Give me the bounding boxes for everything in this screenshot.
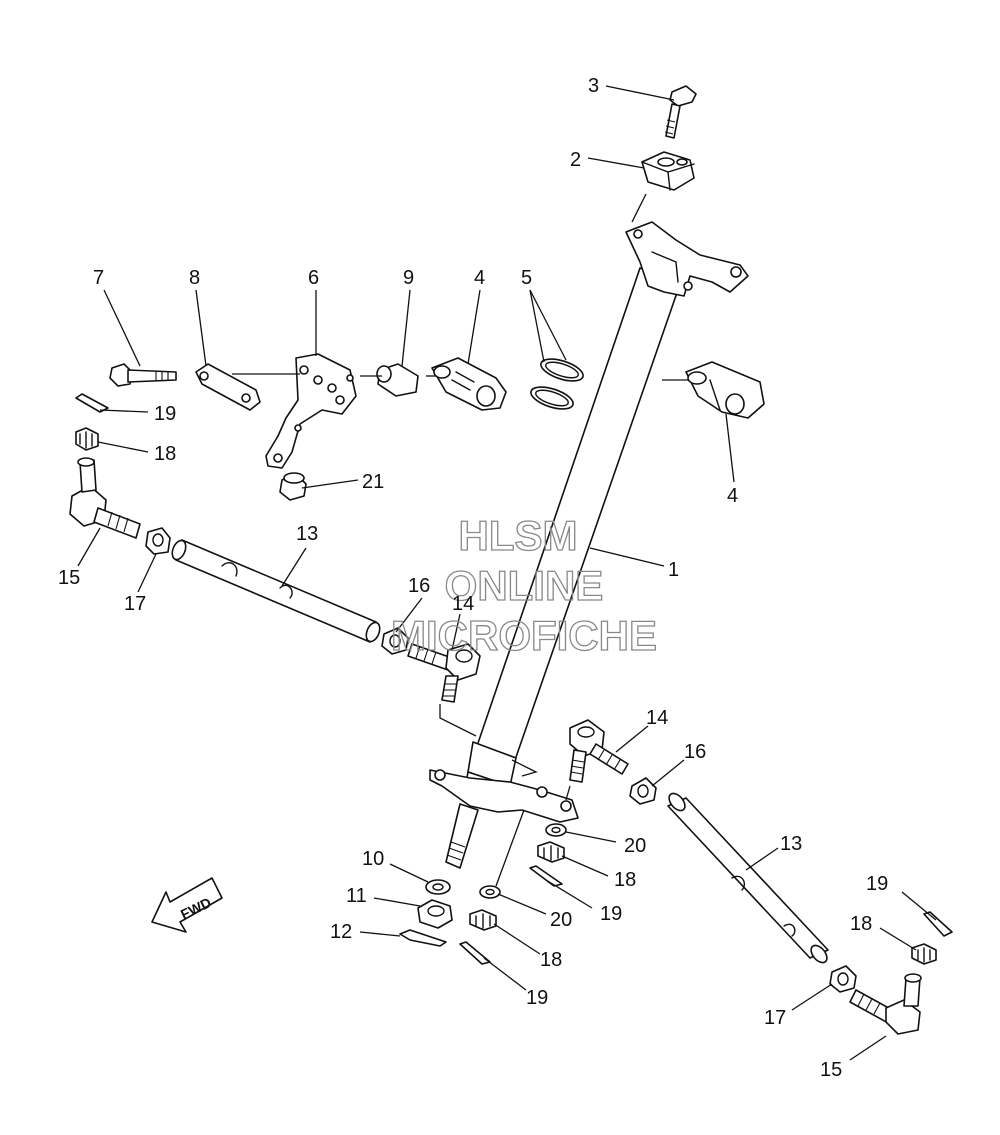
callout-18-left: 18 [154,443,176,465]
washer-20-center [479,885,501,899]
plate [195,363,261,411]
cotter-pin-right [923,911,953,937]
ball-joint-right [569,719,629,783]
callout-14-right: 14 [646,707,668,729]
callout-18-right: 18 [850,913,872,935]
nut-11 [417,899,453,929]
nut-16-left [381,627,409,655]
nut-16-right [629,777,657,805]
watermark-line2: ONLINE [445,562,604,609]
clamp-left [431,357,507,411]
cotter-pin-19-center [459,941,491,965]
ball-joint-left [407,643,481,703]
callout-2: 2 [570,149,581,171]
cotter-pin-19-right-lower [529,865,563,887]
washer-20-right [545,823,567,837]
callout-20-center: 20 [550,909,572,931]
washer-10 [425,879,451,895]
fwd-arrow: FWD [151,877,223,933]
callout-13-right: 13 [780,833,802,855]
callout-18-center: 18 [540,949,562,971]
callout-15-right: 15 [820,1059,842,1081]
bolt-long [109,363,177,387]
cotter-pin-12 [399,929,447,947]
grommet [279,472,307,501]
circlips [530,358,584,410]
nut-17-right [829,965,857,993]
tie-rod-right [667,792,829,964]
callout-20-right: 20 [624,835,646,857]
callout-numbers: 1 2 3 4 4 5 6 7 8 9 10 11 12 13 13 14 14… [58,75,888,1081]
callout-11: 11 [346,885,367,907]
collar [376,363,419,397]
castle-nut-left [75,427,99,451]
tie-rod-end-left [69,457,141,539]
castle-nut-18-center [469,909,497,931]
callout-15-left: 15 [58,567,80,589]
callout-6: 6 [308,267,319,289]
callout-13-left: 13 [296,523,318,545]
callout-18-right-lower: 18 [614,869,636,891]
tie-rod-end-right [849,973,922,1035]
callout-12: 12 [330,921,352,943]
bolt-top [664,85,697,139]
callout-5: 5 [521,267,532,289]
castle-nut-18-right-lower [537,841,565,863]
callout-8: 8 [189,267,200,289]
callout-4-left: 4 [474,267,485,289]
tie-rod-left [171,539,381,643]
callout-3: 3 [588,75,599,97]
watermark-line1: HLSM [459,512,578,559]
callout-19-right-lower: 19 [600,903,622,925]
shaft-clamp-right [685,361,765,419]
callout-7: 7 [93,267,104,289]
callout-16-left: 16 [408,575,430,597]
castle-nut-right [911,943,937,965]
assembly-lines [232,193,688,887]
callout-21: 21 [362,471,384,493]
watermark-line3: MICROFICHE [391,612,657,659]
cotter-pin-left [75,393,109,413]
callout-4-right: 4 [727,485,738,507]
leader-lines [77,85,937,1061]
callout-10: 10 [362,848,384,870]
callout-17-right: 17 [764,1007,786,1029]
shaft-holder-upper [641,151,695,191]
steering-shaft [429,221,749,869]
callout-19-center: 19 [526,987,548,1009]
callout-17-left: 17 [124,593,146,615]
callout-1: 1 [668,559,679,581]
callout-19-right: 19 [866,873,888,895]
watermark: HLSM ONLINE MICROFICHE [390,511,657,659]
callout-9: 9 [403,267,414,289]
bracket [265,353,357,469]
callout-16-right: 16 [684,741,706,763]
callout-19-left: 19 [154,403,176,425]
nut-left [145,527,171,555]
callout-14-left: 14 [452,593,474,615]
